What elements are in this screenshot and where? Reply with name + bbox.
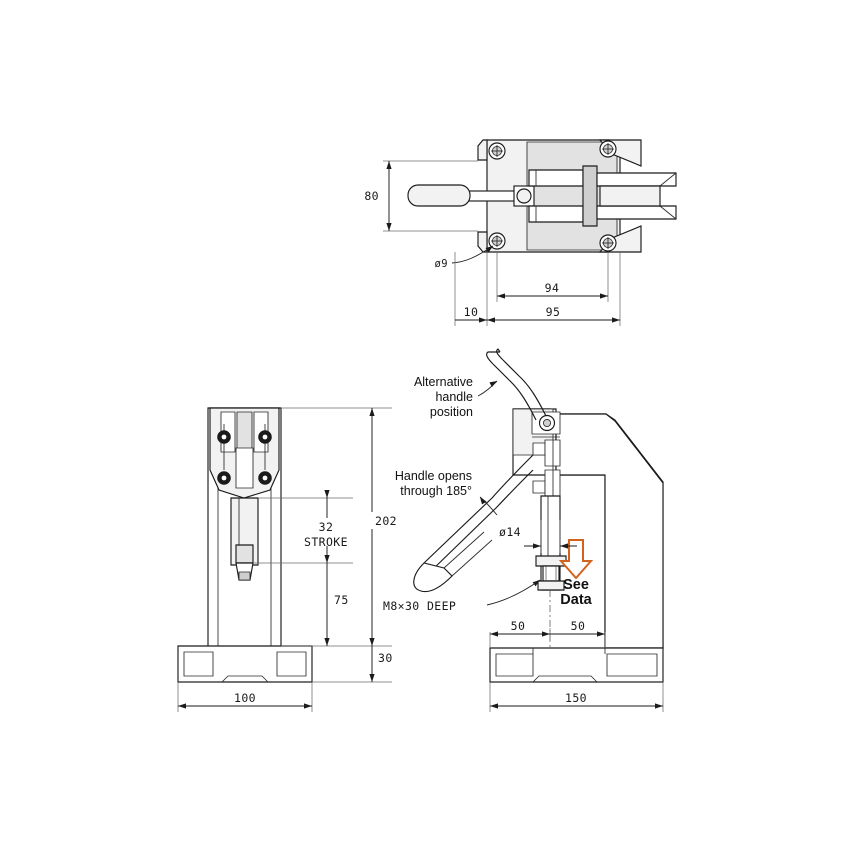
- front-view-bolt-upper-right: [258, 430, 272, 444]
- dim-top-height-80: 80: [364, 160, 478, 232]
- see-data-line1: See: [563, 577, 589, 593]
- side-view-base-relief: [490, 675, 663, 683]
- dim-side-50-right: 50: [550, 619, 606, 648]
- front-view-ram-tool: [238, 571, 251, 581]
- side-view-ram-shank: [542, 565, 560, 582]
- note-thread-spec: M8×30 DEEP: [383, 579, 541, 613]
- dim-label-50-left: 50: [511, 619, 526, 633]
- dim-label-150: 150: [565, 691, 587, 705]
- dim-label-80: 80: [364, 189, 379, 203]
- side-view-handle-upper-edge: [423, 454, 534, 564]
- front-view-group: 32 STROKE 75 202 30: [177, 407, 397, 712]
- dim-side-base-width-150: 150: [489, 682, 664, 712]
- side-view-base-pocket-left: [495, 653, 534, 677]
- dim-label-100: 100: [234, 691, 256, 705]
- front-view-bolt-lower-right: [258, 471, 272, 485]
- note-thread-label: M8×30 DEEP: [383, 599, 456, 613]
- dim-front-stroke: 32 STROKE: [297, 490, 355, 563]
- front-view-base-relief: [178, 675, 312, 683]
- dim-label-dia14: ø14: [499, 525, 521, 539]
- side-view-handle-grip: [413, 562, 453, 593]
- top-view-handle-grip: [407, 184, 471, 207]
- dim-side-ram-dia: ø14: [499, 520, 577, 553]
- top-view-fork-upper: [596, 172, 677, 187]
- front-view-bolt-lower-left: [217, 471, 231, 485]
- dim-top-width-94: 94: [496, 252, 609, 302]
- side-view-group: Alternative handle position Handle opens…: [383, 348, 664, 712]
- side-view-link-upper: [532, 442, 546, 456]
- dim-label-95: 95: [546, 305, 561, 319]
- top-view-ram-block: [582, 165, 598, 227]
- top-view-screw-upper-left: [488, 142, 506, 160]
- side-view-ram-foot: [537, 580, 565, 591]
- top-view-screw-lower-left: [488, 232, 506, 250]
- note-alt-handle-line3: position: [430, 405, 473, 419]
- dim-label-stroke-value: 32: [319, 520, 334, 534]
- dim-label-30: 30: [378, 651, 393, 665]
- front-view-bolt-upper-left: [217, 430, 231, 444]
- dim-front-base-width-100: 100: [177, 682, 313, 712]
- side-view-alt-handle-edge2: [502, 359, 547, 417]
- dim-top-offset-10: 10: [454, 252, 487, 326]
- front-view-base-pocket-left: [183, 651, 214, 677]
- top-view-fork-lower: [596, 205, 677, 220]
- note-alt-handle-line1: Alternative: [414, 375, 473, 389]
- top-view-screw-lower-right: [599, 234, 617, 252]
- top-view-fork-web: [599, 185, 661, 207]
- top-view-pivot-pin: [516, 188, 532, 204]
- top-view-link-lower: [528, 205, 584, 223]
- side-view-alt-handle-tip2: [496, 348, 504, 361]
- side-view-handle-lower-edge: [429, 469, 534, 573]
- note-alternative-handle: Alternative handle position: [414, 375, 498, 419]
- dim-front-base-30: 30: [369, 646, 392, 682]
- side-view-base-pocket-right: [606, 653, 658, 677]
- dim-front-height-202: 202: [360, 408, 397, 646]
- front-view-head-centre-lower: [235, 447, 254, 489]
- side-view-link-upper-body: [544, 439, 561, 467]
- top-view-fork-chamfers: [659, 172, 677, 220]
- dim-label-202: 202: [375, 514, 397, 528]
- down-arrow-callout-icon: [558, 539, 594, 580]
- front-view-base-pocket-right: [276, 651, 307, 677]
- top-view-screw-upper-right: [599, 140, 617, 158]
- see-data-line2: Data: [560, 592, 592, 608]
- dim-top-width-95: 95: [486, 252, 621, 326]
- side-view-handle-grip-seam: [451, 539, 493, 577]
- side-view-link-lower-body: [544, 469, 561, 497]
- dim-label-94: 94: [545, 281, 560, 295]
- see-data-callout: See Data: [558, 539, 594, 608]
- dim-label-dia9: ø9: [435, 258, 448, 270]
- side-view-alt-handle-edge1: [492, 363, 537, 421]
- note-handle-opens: Handle opens through 185°: [395, 469, 498, 516]
- side-view-pivot-pin: [542, 418, 552, 428]
- side-view-link-lower: [532, 480, 546, 494]
- dim-label-50-right: 50: [571, 619, 586, 633]
- dim-front-height-75: 75: [324, 563, 348, 646]
- side-view-alt-handle-tip1: [486, 351, 500, 365]
- side-view-handle-grip-seam2: [443, 531, 485, 569]
- dim-label-75: 75: [334, 593, 349, 607]
- front-view-ram-collar: [235, 544, 254, 564]
- top-view-ear-upper-left: [477, 139, 488, 161]
- note-handle-opens-line1: Handle opens: [395, 469, 472, 483]
- dim-side-50-left: 50: [489, 619, 551, 648]
- dim-label-10: 10: [464, 305, 479, 319]
- top-view-link-upper: [528, 169, 584, 187]
- note-handle-opens-line2: through 185°: [400, 484, 472, 498]
- top-view-group: 80 ø9 94 95: [364, 139, 677, 326]
- note-alt-handle-line2: handle: [435, 390, 473, 404]
- dim-top-hole-dia: ø9: [435, 245, 494, 270]
- dim-label-stroke-word: STROKE: [304, 535, 348, 549]
